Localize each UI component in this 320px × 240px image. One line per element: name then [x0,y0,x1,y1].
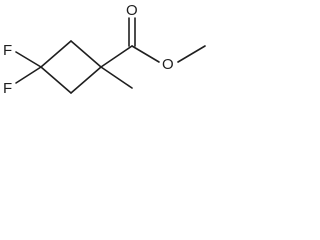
ester-oxygen-bond [131,45,160,63]
bond-to-carbonyl-carbon [100,45,133,68]
cf-bond-top [15,51,42,68]
ring-bond-top [70,40,102,68]
ring-bond-right [70,66,102,94]
ring-bond-bottom [40,66,72,94]
chemical-structure: F F O O [3,2,206,97]
cf-bond-bottom [15,66,42,84]
ring-bond-left [40,40,72,68]
fluorine-label-top: F [3,42,12,59]
fluorine-label-bottom: F [3,80,12,97]
carbonyl-oxygen-label: O [126,2,138,19]
methoxy-bond [177,45,206,63]
methyl-bond [100,66,133,89]
ester-oxygen-label: O [162,56,174,73]
